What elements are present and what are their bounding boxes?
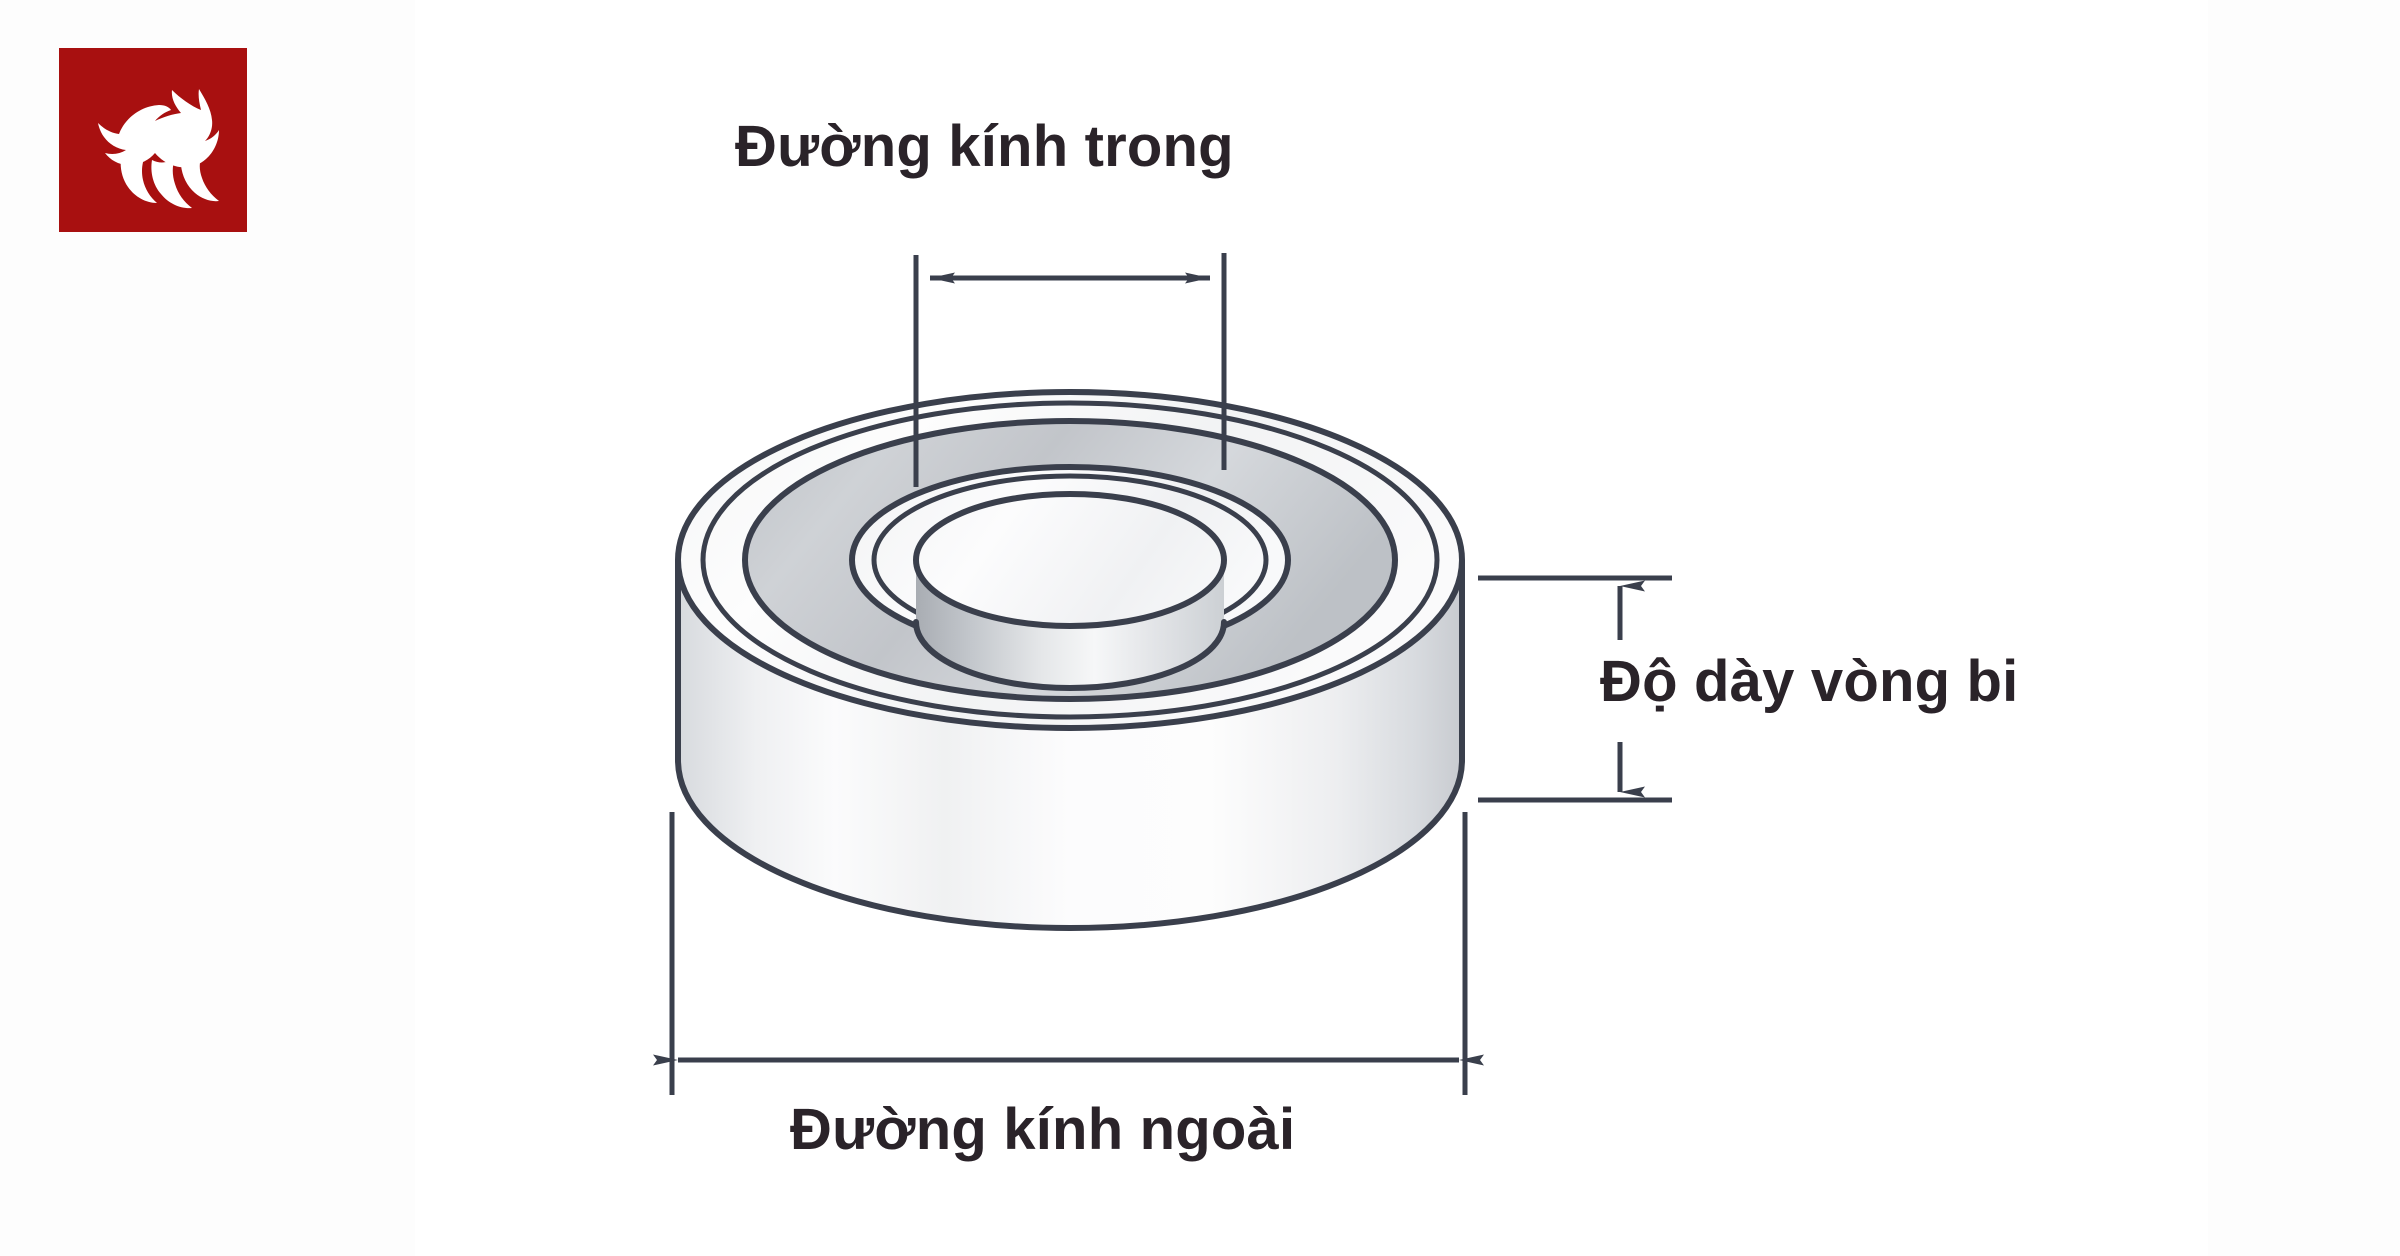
bore-bottom-arc (913, 619, 1227, 691)
inner-diameter-label: Đường kính trong (735, 114, 1234, 179)
bearing-bottom-edge (675, 757, 1465, 931)
dimension-inner-diameter (913, 253, 1227, 487)
bore-opening (913, 491, 1227, 629)
bore-inner-wall (916, 560, 1224, 688)
outer-diameter-label: Đường kính ngoài (790, 1097, 1296, 1162)
bearing-thickness-label: Độ dày vòng bi (1600, 649, 2019, 714)
wolf-head-icon (98, 89, 219, 209)
bearing-body (675, 389, 1465, 931)
dimension-outer-diameter (653, 812, 1484, 1095)
bearing-outer-side-wall (678, 560, 1462, 928)
wolf-head-logo (59, 48, 247, 232)
outer-race-scribe-ring (700, 400, 1440, 720)
dimension-bearing-thickness (1478, 575, 1672, 803)
